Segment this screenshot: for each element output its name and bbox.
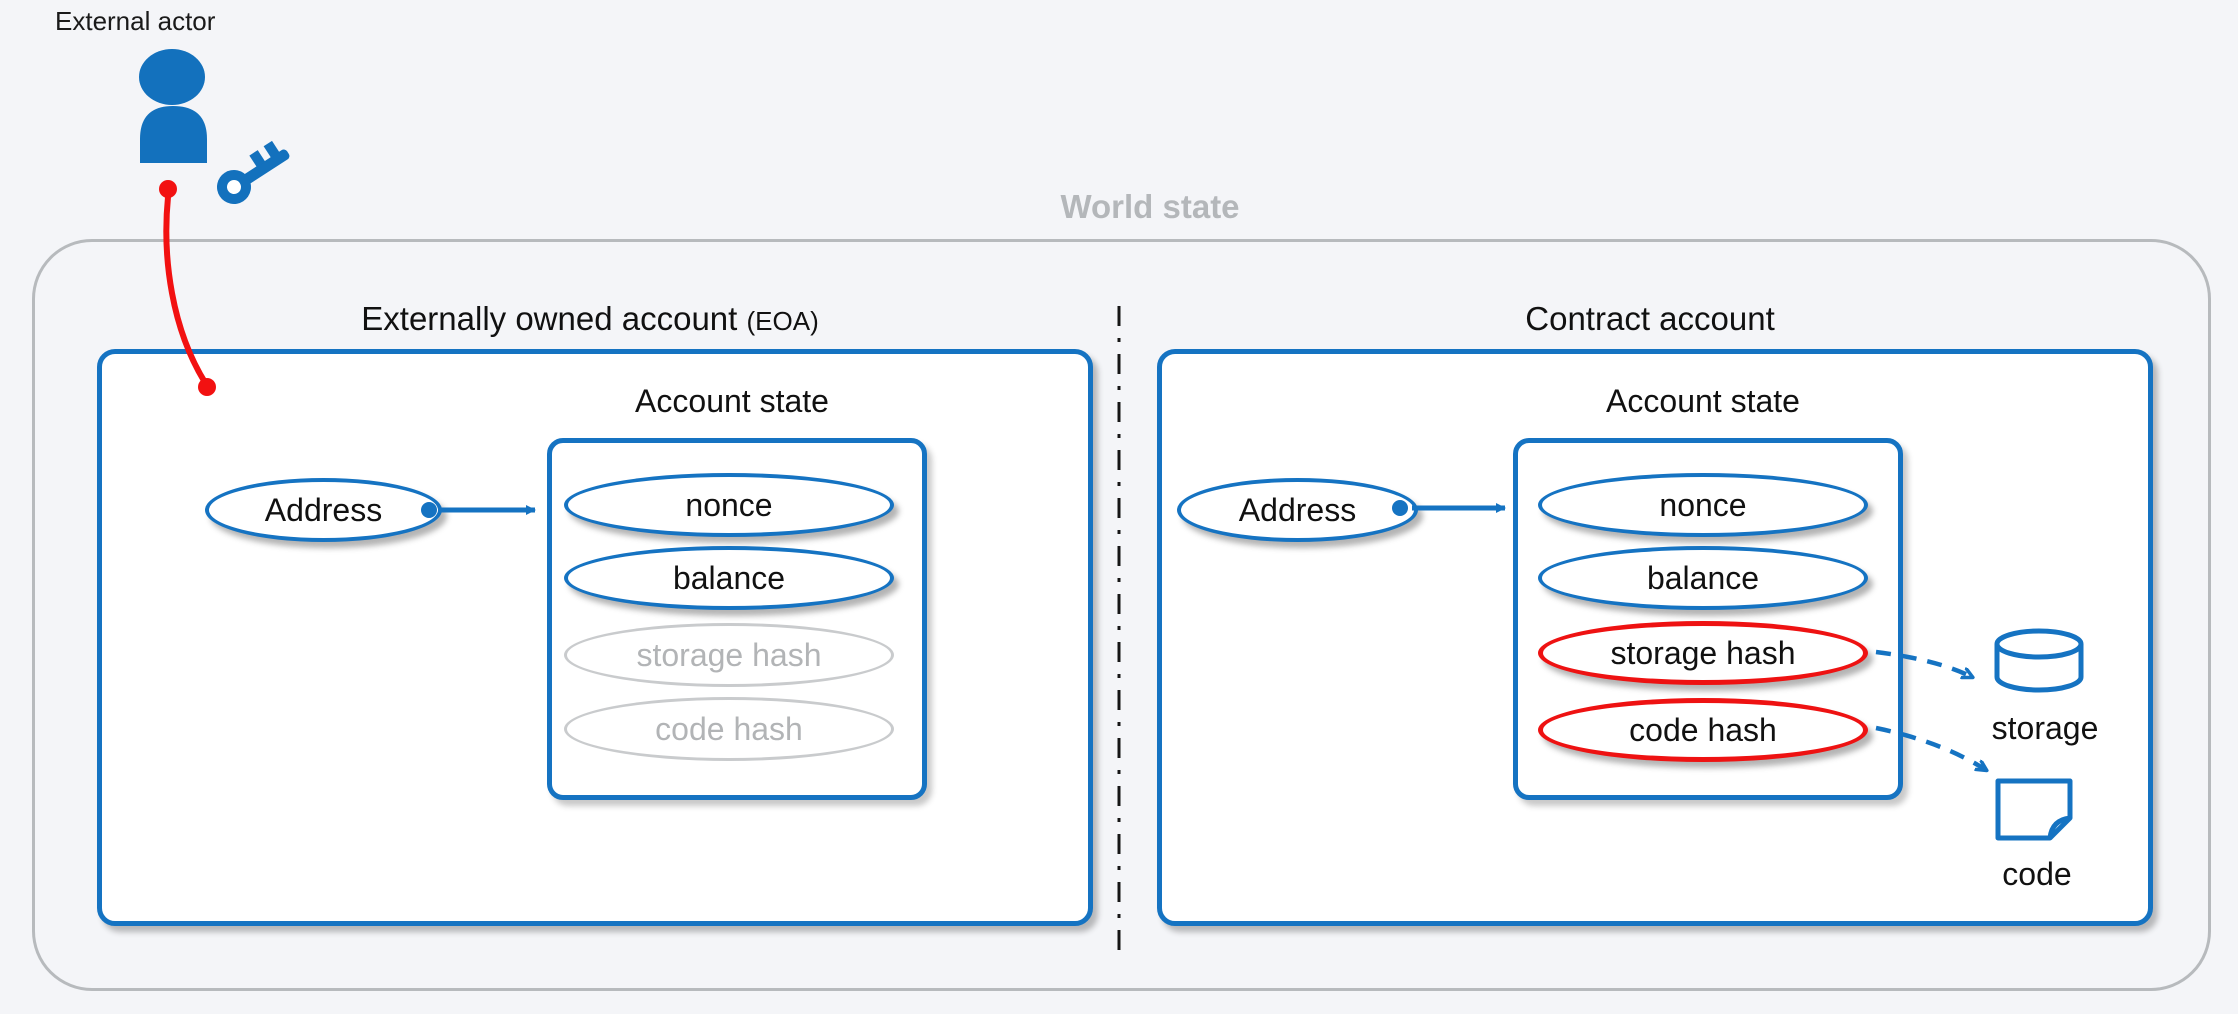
- contract-account-state-label: Account state: [1606, 383, 1800, 419]
- contract-nonce-ellipse: nonce: [1538, 473, 1868, 537]
- contract-address-ellipse: Address: [1177, 478, 1418, 542]
- eoa-address-ellipse: Address: [205, 478, 442, 542]
- contract-account-title: Contract account: [1157, 300, 2143, 338]
- eoa-title-main: Externally owned account: [361, 300, 738, 337]
- eoa-nonce-ellipse: nonce: [564, 473, 894, 537]
- external-actor-label: External actor: [55, 6, 216, 36]
- eoa-account-state-label: Account state: [635, 383, 829, 419]
- world-state-box: [32, 239, 2211, 991]
- eoa-title-suffix: (EOA): [746, 306, 819, 336]
- contract-title-main: Contract account: [1525, 300, 1775, 337]
- eoa-storage-hash-ellipse: storage hash: [564, 623, 894, 687]
- contract-code-hash-ellipse: code hash: [1538, 698, 1868, 762]
- contract-storage-hash-ellipse: storage hash: [1538, 621, 1868, 685]
- code-icon-label: code: [2002, 856, 2072, 892]
- contract-balance-ellipse: balance: [1538, 546, 1868, 610]
- world-state-label: World state: [1060, 188, 1240, 225]
- key-icon: [217, 140, 290, 204]
- person-icon: [139, 49, 207, 163]
- eoa-balance-ellipse: balance: [564, 546, 894, 610]
- eoa-title: Externally owned account (EOA): [97, 300, 1083, 338]
- storage-icon-label: storage: [1991, 710, 2099, 746]
- eoa-code-hash-ellipse: code hash: [564, 697, 894, 761]
